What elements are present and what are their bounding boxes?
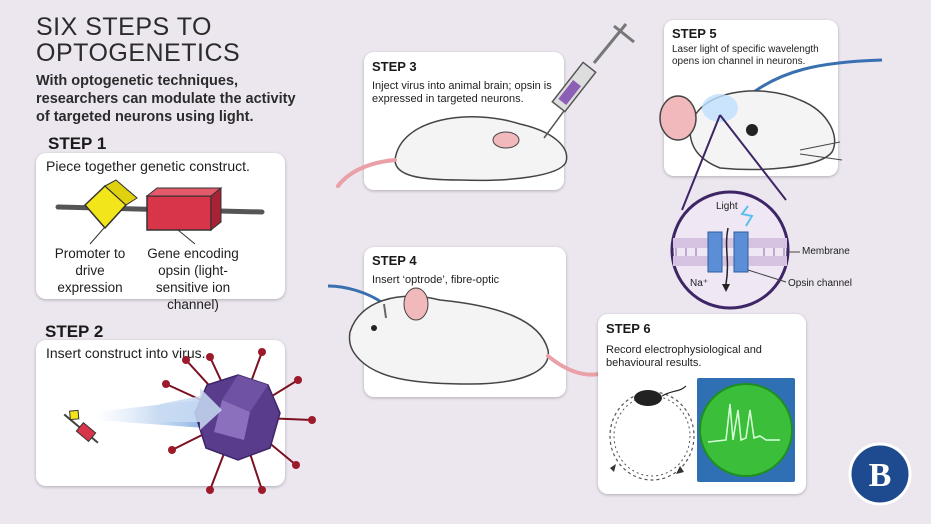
ion-label: Na⁺: [690, 278, 709, 289]
page-title: SIX STEPS TO OPTOGENETICS: [36, 14, 240, 66]
step5-heading: STEP 5: [672, 26, 717, 41]
svg-text:В: В: [869, 457, 892, 494]
step6-text: Record electrophysiological and behaviou…: [606, 344, 762, 369]
step2-panel: [36, 340, 285, 486]
intro-text: With optogenetic techniques, researchers…: [36, 73, 296, 125]
step2-text: Insert construct into virus.: [46, 345, 206, 361]
step5-text: Laser light of specific wavelength opens…: [672, 44, 819, 67]
channel-label: Opsin channel: [788, 278, 852, 289]
step3-heading: STEP 3: [372, 59, 417, 74]
title-line-1: SIX STEPS TO: [36, 13, 212, 41]
light-label: Light: [716, 201, 738, 212]
step6-heading: STEP 6: [606, 321, 651, 336]
gene-label: Gene encoding opsin (light-sensitive ion…: [147, 246, 239, 312]
step2-heading: STEP 2: [45, 322, 104, 341]
title-line-2: OPTOGENETICS: [36, 39, 241, 67]
promoter-label: Promoter to drive expression: [54, 246, 126, 295]
step3-text: Inject virus into animal brain; opsin is…: [372, 80, 552, 105]
step4-heading: STEP 4: [372, 253, 417, 268]
step4-panel: [364, 247, 566, 397]
step6-panel: [598, 314, 806, 494]
step1-heading: STEP 1: [48, 134, 107, 153]
step1-text: Piece together genetic construct.: [46, 158, 250, 174]
membrane-label: Membrane: [802, 246, 850, 257]
step4-text: Insert ‘optrode’, fibre-optic: [372, 274, 500, 286]
